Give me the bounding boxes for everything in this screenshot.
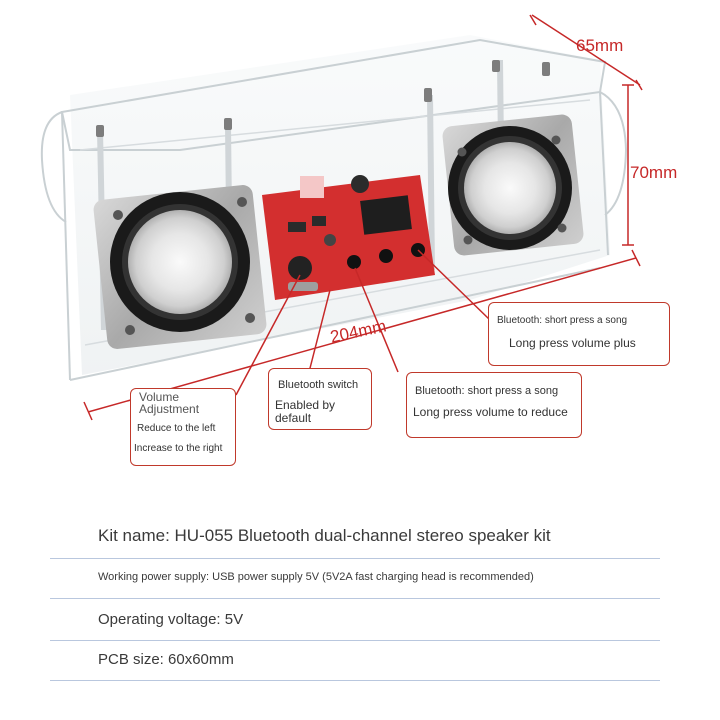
speaker-kit-product-image [40, 14, 643, 421]
left-button-callout-line1: Bluetooth: short press a song [415, 385, 559, 397]
bluetooth-switch-callout: Bluetooth switch Enabled by default [268, 368, 372, 430]
depth-dimension-label: 65mm [576, 36, 624, 55]
volume-reduce-button-callout: Bluetooth: short press a song Long press… [406, 372, 582, 438]
power-supply-text: Working power supply: USB power supply 5… [98, 571, 534, 583]
spec-divider [50, 640, 660, 641]
spec-divider [50, 680, 660, 681]
pcb-size-text: PCB size: 60x60mm [98, 651, 234, 668]
spec-divider [50, 558, 660, 559]
bt-switch-callout-title: Bluetooth switch [278, 379, 359, 391]
spec-divider [50, 598, 660, 599]
volume-plus-button-callout: Bluetooth: short press a song Long press… [488, 302, 670, 366]
bt-switch-callout-line1: Enabled by default [275, 398, 336, 425]
height-dimension-label: 70mm [630, 163, 678, 182]
left-speaker [93, 185, 267, 349]
dimension-lines [83, 14, 643, 421]
operating-voltage-text: Operating voltage: 5V [98, 611, 244, 628]
left-button-callout-line2: Long press volume to reduce [413, 405, 568, 419]
right-speaker [442, 114, 584, 256]
right-button-callout-line2: Long press volume plus [509, 336, 636, 350]
volume-callout-line2: Increase to the right [134, 443, 223, 454]
volume-adjustment-callout: Volume Adjustment Reduce to the left Inc… [130, 388, 236, 466]
volume-callout-title: Volume Adjustment [139, 390, 200, 416]
kit-name-text: Kit name: HU-055 Bluetooth dual-channel … [98, 526, 551, 545]
volume-callout-line1: Reduce to the left [137, 423, 216, 434]
amplifier-pcb [262, 175, 435, 300]
right-button-callout-line1: Bluetooth: short press a song [497, 315, 628, 326]
